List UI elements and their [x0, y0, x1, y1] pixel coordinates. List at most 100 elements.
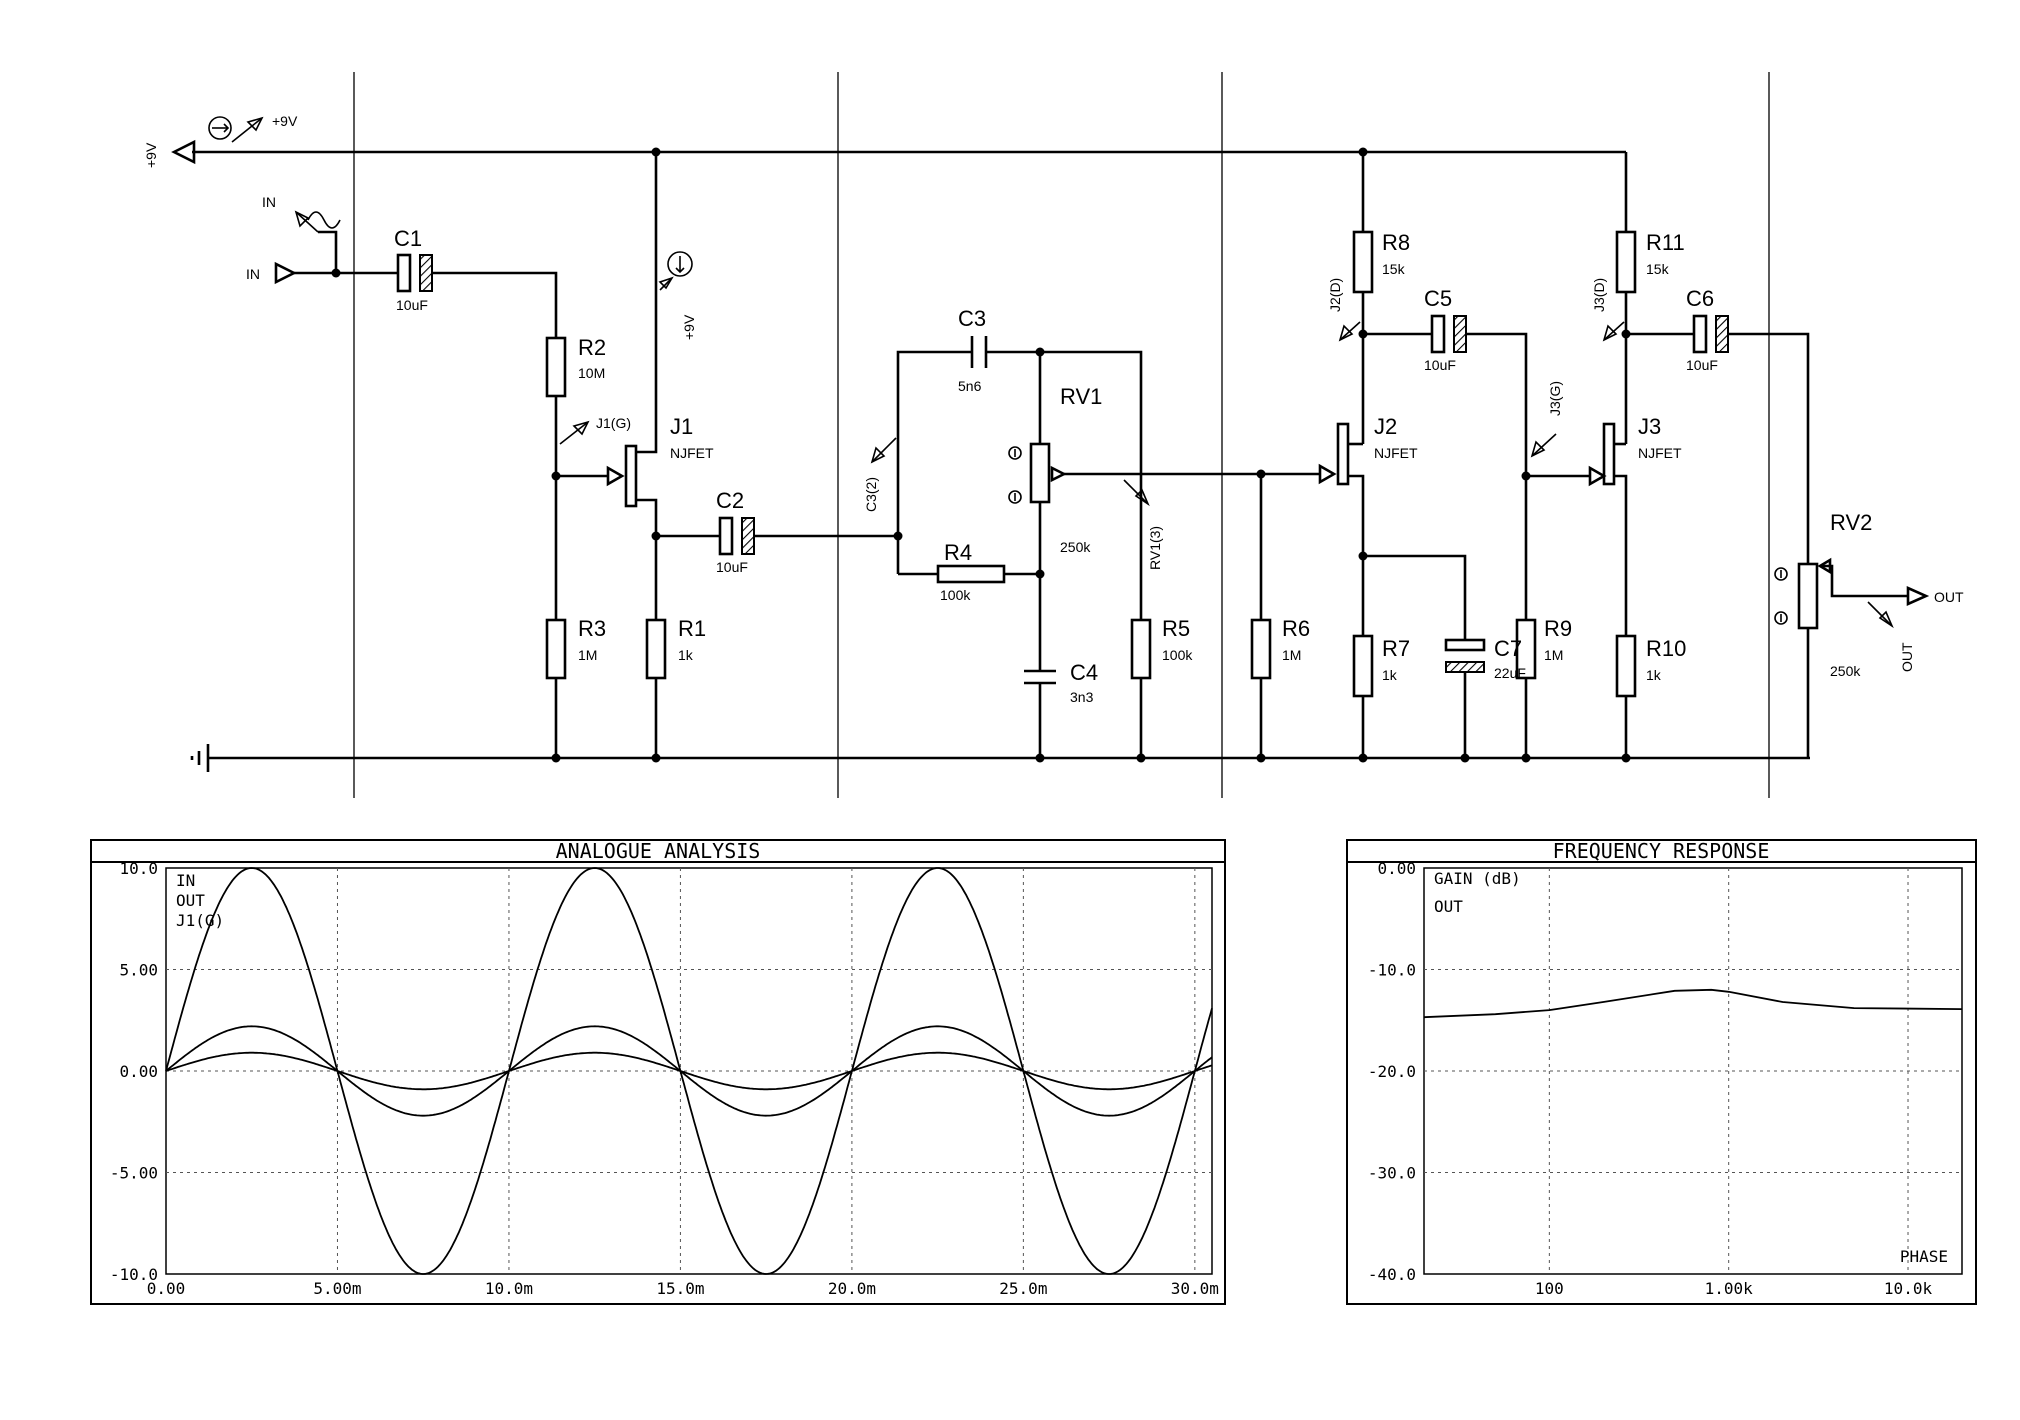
schematic: +9V +9V IN IN	[143, 72, 1964, 798]
r10-ref: R10	[1646, 636, 1686, 661]
x-tick-label: 10.0k	[1884, 1279, 1933, 1298]
rv1-ref: RV1	[1060, 384, 1102, 409]
r9-ref: R9	[1544, 616, 1572, 641]
component-rv1[interactable]: RV1 250k	[1008, 384, 1102, 555]
rv2-value: 250k	[1830, 663, 1861, 679]
x-tick-label: 15.0m	[656, 1279, 704, 1298]
component-r7[interactable]: R7 1k	[1352, 634, 1410, 698]
output-label: OUT	[1934, 589, 1964, 605]
component-r5[interactable]: R5 100k	[1130, 616, 1193, 680]
r8-ref: R8	[1382, 230, 1410, 255]
legend-entry: J1(G)	[176, 911, 224, 930]
supply-probe[interactable]: +9V	[208, 113, 298, 143]
r2-value: 10M	[578, 365, 605, 381]
r11-value: 15k	[1646, 261, 1670, 277]
r5-ref: R5	[1162, 616, 1190, 641]
probe-j1-gate-label: J1(G)	[596, 415, 631, 431]
current-probe-icon	[667, 251, 693, 277]
probe-j2-drain-label: J2(D)	[1327, 278, 1343, 312]
probe-j2-drain[interactable]: J2(D)	[1327, 278, 1361, 342]
r7-ref: R7	[1382, 636, 1410, 661]
stage-dividers	[353, 72, 1770, 798]
component-r9[interactable]: R9 1M	[1515, 616, 1572, 680]
gain-trace	[1423, 988, 1963, 1019]
ac-source-icon	[307, 211, 341, 229]
component-r10[interactable]: R10 1k	[1615, 634, 1686, 698]
r3-value: 1M	[578, 647, 597, 663]
component-r4[interactable]: R4 100k	[936, 540, 1006, 603]
sine-trace	[165, 1025, 1213, 1117]
component-r2[interactable]: R2 10M	[545, 335, 606, 398]
component-c2[interactable]: C2 10uF	[716, 488, 755, 575]
j1-value: NJFET	[670, 445, 714, 461]
sine-trace	[165, 1051, 1213, 1091]
probe-j1-drain-current[interactable]: +9V	[658, 251, 697, 340]
component-r3[interactable]: R3 1M	[545, 616, 606, 680]
component-c5[interactable]: C5 10uF	[1424, 286, 1467, 373]
component-r1[interactable]: R1 1k	[645, 616, 706, 680]
r4-value: 100k	[940, 587, 971, 603]
x-tick-label: 5.00m	[313, 1279, 361, 1298]
component-j2[interactable]: J2 NJFET	[1336, 414, 1418, 556]
c6-value: 10uF	[1686, 357, 1718, 373]
frequency-series	[1423, 988, 1963, 1019]
c4-value: 3n3	[1070, 689, 1094, 705]
component-c7[interactable]: C7 22uF	[1444, 636, 1526, 681]
j1-ref: J1	[670, 414, 693, 439]
component-j3[interactable]: J3 NJFET	[1602, 414, 1682, 636]
analogue-analysis-graph[interactable]: ANALOGUE ANALYSIS 10.05.000.00-5.00-10.0…	[90, 839, 1226, 1305]
c1-value: 10uF	[396, 297, 428, 313]
component-c3[interactable]: C3 5n6	[958, 306, 988, 394]
rv2-down-icon[interactable]	[1774, 611, 1788, 625]
y-tick-label: -5.00	[110, 1164, 158, 1183]
r6-ref: R6	[1282, 616, 1310, 641]
component-c6[interactable]: C6 10uF	[1686, 286, 1729, 373]
input-label: IN	[246, 266, 260, 282]
supply-probe-label: +9V	[272, 113, 298, 129]
probe-c3-pin2-label: C3(2)	[863, 477, 879, 512]
r5-value: 100k	[1162, 647, 1193, 663]
supply-label: +9V	[143, 142, 159, 168]
junction-dots	[331, 147, 1631, 763]
output-probe-label: OUT	[1899, 642, 1915, 672]
rv1-up-icon[interactable]	[1008, 446, 1022, 460]
frequency-grid	[1424, 868, 1962, 1274]
frequency-legend: GAIN (dB)OUT	[1434, 869, 1521, 916]
c3-ref: C3	[958, 306, 986, 331]
component-c4[interactable]: C4 3n3	[1024, 660, 1098, 705]
c5-ref: C5	[1424, 286, 1452, 311]
c1-ref: C1	[394, 226, 422, 251]
probe-j3-gate-label: J3(G)	[1547, 381, 1563, 416]
rv1-value: 250k	[1060, 539, 1091, 555]
probe-j1-gate[interactable]: J1(G)	[559, 415, 631, 445]
component-r11[interactable]: R11 15k	[1615, 230, 1685, 294]
y-tick-label: 0.00	[1377, 859, 1416, 878]
r4-ref: R4	[944, 540, 972, 565]
analogue-y-ticks: 10.05.000.00-5.00-10.0	[110, 859, 158, 1284]
frequency-response-graph[interactable]: FREQUENCY RESPONSE 0.00-10.0-20.0-30.0-4…	[1346, 839, 1977, 1305]
y-tick-label: 0.00	[119, 1062, 158, 1081]
c2-value: 10uF	[716, 559, 748, 575]
probe-c3-pin2[interactable]: C3(2)	[863, 437, 897, 512]
component-r6[interactable]: R6 1M	[1250, 616, 1310, 680]
rv2-up-icon[interactable]	[1774, 567, 1788, 581]
sine-trace	[165, 867, 1213, 1275]
r3-ref: R3	[578, 616, 606, 641]
y-tick-label: 5.00	[119, 961, 158, 980]
x-tick-label: 0.00	[147, 1279, 186, 1298]
component-rv2[interactable]: RV2 250k	[1774, 510, 1908, 679]
c2-ref: C2	[716, 488, 744, 513]
frequency-graph-title: FREQUENCY RESPONSE	[1553, 839, 1770, 863]
component-c1[interactable]: C1 10uF	[394, 226, 433, 313]
output-terminal[interactable]: OUT OUT	[1867, 585, 1964, 672]
input-terminal[interactable]: IN IN	[246, 194, 398, 285]
y-tick-label: -30.0	[1368, 1164, 1416, 1183]
component-j1[interactable]: J1 NJFET	[624, 152, 714, 536]
component-r8[interactable]: R8 15k	[1352, 230, 1410, 294]
analogue-series	[165, 867, 1213, 1275]
probe-j3-gate[interactable]: J3(G)	[1530, 381, 1563, 458]
rv1-down-icon[interactable]	[1008, 490, 1022, 504]
c3-value: 5n6	[958, 378, 982, 394]
probe-rv1-pin3[interactable]: RV1(3)	[1123, 479, 1163, 570]
probe-j3-drain[interactable]: J3(D)	[1591, 278, 1625, 342]
